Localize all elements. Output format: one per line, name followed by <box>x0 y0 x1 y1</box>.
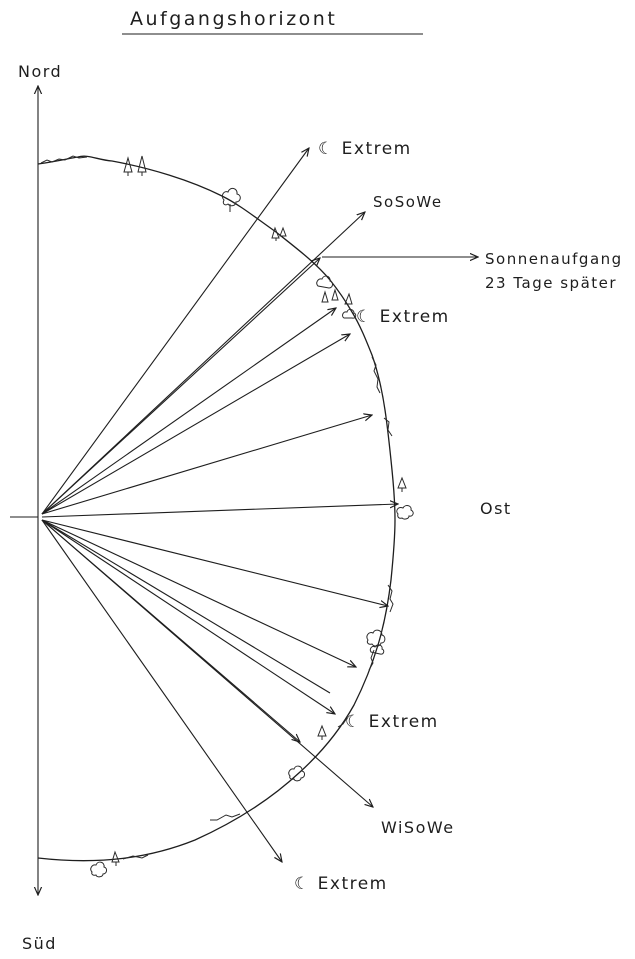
sunrise-note-line1: Sonnenaufgang <box>485 250 623 268</box>
east-label: Ost <box>480 499 512 518</box>
south-label: Süd <box>22 934 57 953</box>
horizon-profile <box>37 155 396 862</box>
ray-summer-solstice <box>41 212 365 515</box>
trees-north-3 <box>271 226 287 241</box>
ray-label-11: WiSoWe <box>381 818 455 837</box>
trees-south-2 <box>317 724 327 740</box>
ray-east <box>41 504 398 518</box>
ray-6 <box>41 415 372 515</box>
horizon-roughness <box>40 155 394 860</box>
ray-moon-extreme-south-1 <box>41 519 335 714</box>
ray-label-1: ☾ Extrem <box>318 139 412 159</box>
bush-north-4 <box>316 275 353 305</box>
ray-label-12: ☾ Extrem <box>294 874 388 894</box>
ray-9 <box>41 519 356 667</box>
ray-10 <box>41 519 300 742</box>
bush-south-3 <box>288 765 305 782</box>
bush-north-5 <box>342 309 357 319</box>
ray-5 <box>41 334 350 515</box>
ray-8 <box>41 519 388 606</box>
ray-11 <box>41 519 331 694</box>
ray-moon-extreme-north-2 <box>41 308 336 515</box>
ray-sunrise-23-days <box>41 258 320 515</box>
bush-north-2 <box>221 187 241 212</box>
ray-moon-extreme-north-1 <box>41 148 309 515</box>
ray-label-4: ☾ Extrem <box>356 307 450 327</box>
ray-group <box>41 148 398 862</box>
ray-moon-extreme-south-2 <box>41 519 282 862</box>
diagram-title: Aufgangshorizont <box>130 8 337 30</box>
trees-north-1 <box>123 155 147 176</box>
north-label: Nord <box>18 62 62 81</box>
trees-south-4 <box>90 850 120 878</box>
sunrise-note-line2: 23 Tage später <box>485 274 617 292</box>
bush-east-2 <box>396 505 414 520</box>
bush-south-1 <box>366 629 386 655</box>
trees-east-1 <box>397 476 407 492</box>
ray-label-2: SoSoWe <box>373 193 443 211</box>
ray-label-10: ☾ Extrem <box>345 712 439 732</box>
